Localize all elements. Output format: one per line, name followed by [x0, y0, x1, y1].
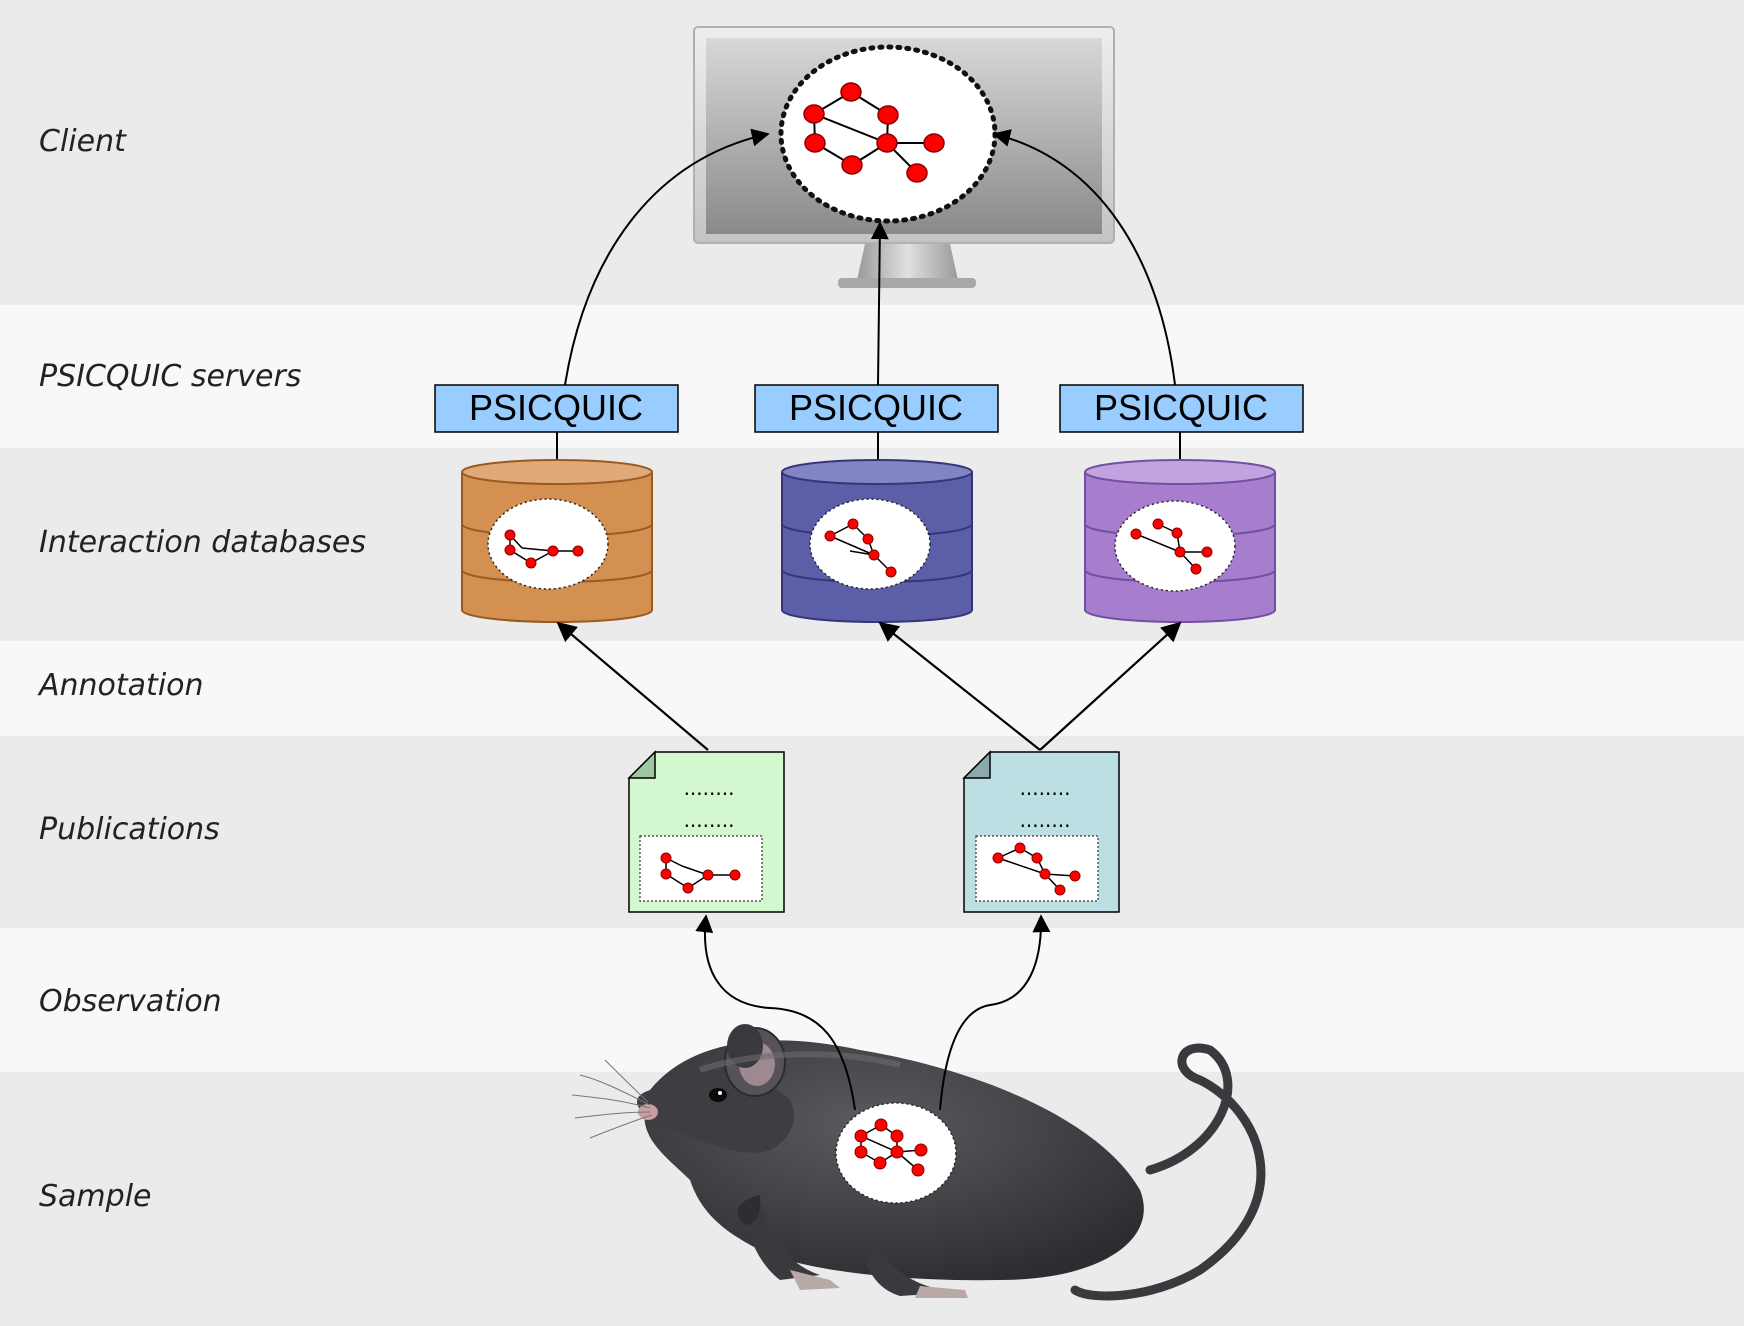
database-icon-blue: [781, 459, 973, 623]
publication-text-line: ........: [684, 808, 735, 832]
database-icon-purple: [1084, 459, 1276, 623]
layer-band-observation: [0, 928, 1744, 1072]
server-to-client-arrows: [564, 128, 1176, 386]
publication-text-line: ........: [1020, 776, 1071, 800]
psicquic-label: PSICQUIC: [1094, 387, 1268, 428]
layer-label-publications: Publications: [39, 812, 220, 847]
layer-label-sample: Sample: [39, 1179, 152, 1214]
psicquic-server-1: PSICQUIC: [434, 384, 679, 433]
layer-label-observation: Observation: [39, 984, 222, 1019]
psicquic-server-3: PSICQUIC: [1059, 384, 1304, 433]
layer-band-publications: [0, 736, 1744, 928]
publication-icon-teal: ........ ........: [962, 750, 1120, 913]
psicquic-label: PSICQUIC: [469, 387, 643, 428]
annotation-arrows: [556, 621, 1182, 751]
publication-icon-green: ........ ........: [627, 750, 785, 913]
psicquic-label: PSICQUIC: [789, 387, 963, 428]
publication-text-line: ........: [684, 776, 735, 800]
psicquic-server-2: PSICQUIC: [754, 384, 999, 433]
layer-label-annotation: Annotation: [39, 668, 204, 703]
layer-label-servers: PSICQUIC servers: [39, 359, 302, 394]
database-icon-orange: [461, 459, 653, 623]
layer-label-client: Client: [39, 124, 126, 159]
sample-network: [835, 1102, 957, 1204]
layer-band-annotation: [0, 641, 1744, 736]
client-network: [778, 44, 998, 224]
layer-label-databases: Interaction databases: [39, 525, 367, 560]
observation-arrows: [695, 914, 1051, 1111]
publication-text-line: ........: [1020, 808, 1071, 832]
